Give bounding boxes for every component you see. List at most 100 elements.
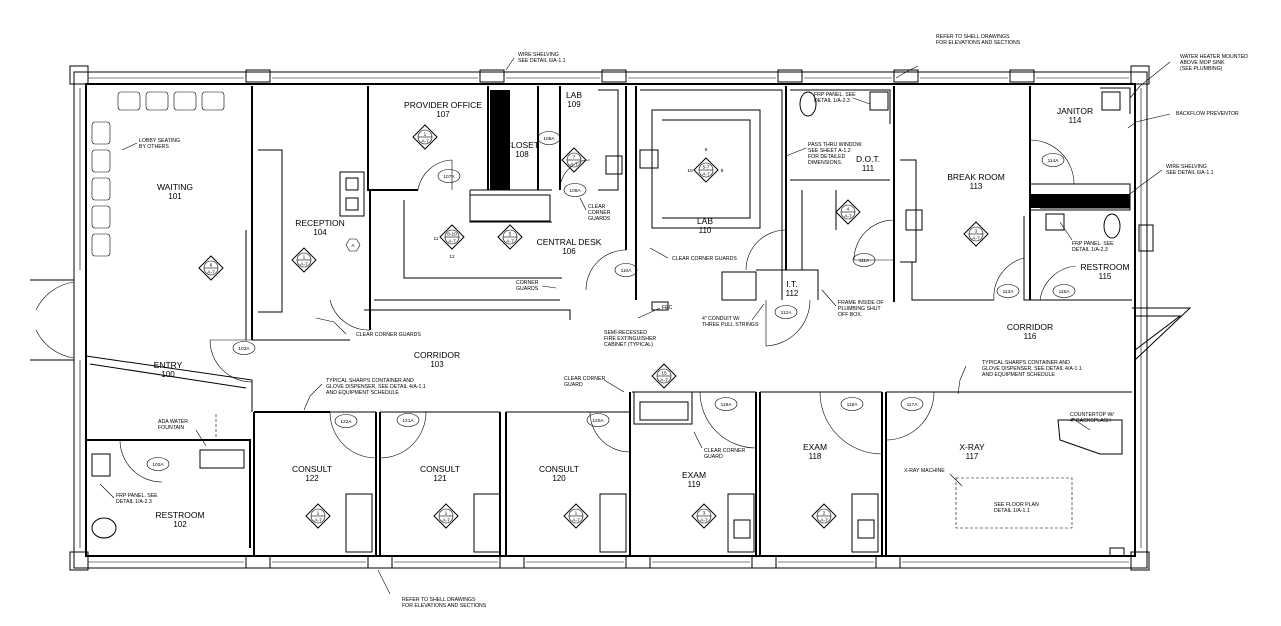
room-name: RESTROOM [155, 510, 204, 520]
room-name: X-RAY [959, 442, 985, 452]
door-tag: 115A [1059, 289, 1071, 295]
elevation-marker [693, 157, 719, 183]
marker-sheet: A-7 [448, 239, 456, 245]
door-tag-bubble [996, 284, 1020, 298]
door-tag-bubble [614, 263, 638, 277]
door-tag: 102A [152, 462, 164, 468]
room-number: 119 [688, 480, 701, 489]
room-name: CONSULT [420, 464, 460, 474]
marker-sheet: A-7 [442, 518, 450, 524]
note-fec: FEC [662, 305, 673, 311]
room-number: 120 [552, 474, 566, 483]
marker-sheet: A-7 [314, 518, 322, 524]
marker-sheet: A-7 [702, 172, 710, 178]
marker-number: 5 [509, 232, 512, 238]
marker-number: 6 [210, 263, 213, 269]
door-tag: 103A [238, 346, 250, 352]
door-tag: 110A [621, 268, 633, 274]
door-tag: 112A [781, 310, 793, 316]
door-tag-bubble [586, 413, 610, 427]
door-tag-bubble [537, 131, 561, 145]
elevation-marker [561, 147, 587, 173]
elevation-marker [497, 224, 523, 250]
room-name: D.O.T. [856, 154, 880, 164]
fixtures [91, 90, 1125, 557]
door-tag-bubble [146, 457, 170, 471]
room-number: 114 [1069, 116, 1082, 125]
door-tag: 108A [543, 136, 555, 142]
room-name: EXAM [682, 470, 706, 480]
room-name: WAITING [157, 182, 193, 192]
marker-side-number: 9 [705, 147, 708, 153]
marker-sheet: A-7 [660, 378, 668, 384]
marker-side-number: 8 [721, 168, 724, 174]
marker-sheet: A-7 [844, 214, 852, 220]
elevation-marker [439, 224, 465, 250]
marker-number: 1 [424, 132, 427, 138]
marker-sheet: A-7 [570, 162, 578, 168]
room-number: 106 [562, 247, 576, 256]
room-number: 112 [786, 289, 799, 298]
door-tag-bubble [774, 305, 798, 319]
room-name: LAB [566, 90, 582, 100]
room-name: CORRIDOR [1007, 322, 1053, 332]
room-name: CORRIDOR [414, 350, 460, 360]
elevation-marker [835, 199, 861, 225]
interior-walls [85, 86, 1192, 556]
elevation-marker [691, 503, 717, 529]
door-tag-bubble [437, 169, 461, 183]
reception-hex-tag [345, 238, 361, 252]
room-name: CLOSET [505, 140, 539, 150]
marker-sheet: A-7 [300, 262, 308, 268]
marker-number: 2 [823, 511, 826, 517]
marker-number: 1 [575, 511, 578, 517]
room-number: 110 [699, 226, 712, 235]
marker-number: 5-7 [703, 165, 710, 171]
marker-sheet: A-7 [207, 270, 215, 276]
room-number: 103 [430, 360, 444, 369]
elevation-marker [963, 221, 989, 247]
door-tags: 103A102A107A108A109A110A111A112A113A114A… [146, 131, 1076, 471]
room-number: 107 [436, 110, 450, 119]
door-tag: 109A [569, 188, 581, 194]
door-tag: 113A [1003, 289, 1015, 295]
room-name: RECEPTION [295, 218, 345, 228]
marker-number: 1 [303, 255, 306, 261]
room-name: BREAK ROOM [947, 172, 1005, 182]
room-name: CENTRAL DESK [537, 237, 602, 247]
marker-sheet: A-7 [820, 518, 828, 524]
elevation-marker [433, 503, 459, 529]
marker-number: 3 [975, 229, 978, 235]
room-name: LAB [697, 216, 713, 226]
entry-doors [30, 279, 75, 361]
room-number: 116 [1024, 332, 1037, 341]
marker-sheet: A-7 [421, 139, 429, 145]
door-tag-bubble [900, 397, 924, 411]
door-swings [119, 139, 1077, 483]
door-tag: 120A [592, 418, 604, 424]
marker-number: 8-10 [447, 232, 457, 238]
marker-number: 4 [847, 207, 850, 213]
room-number: 121 [433, 474, 447, 483]
door-tag-bubble [1052, 284, 1076, 298]
room-name: CONSULT [292, 464, 332, 474]
door-tag: 122A [340, 419, 352, 425]
marker-number: 3 [703, 511, 706, 517]
door-tag: 111A [859, 258, 870, 264]
room-name: EXAM [803, 442, 827, 452]
room-number: 111 [862, 164, 875, 173]
door-tag-bubble [563, 183, 587, 197]
reception-tag-letter: A [351, 243, 355, 249]
